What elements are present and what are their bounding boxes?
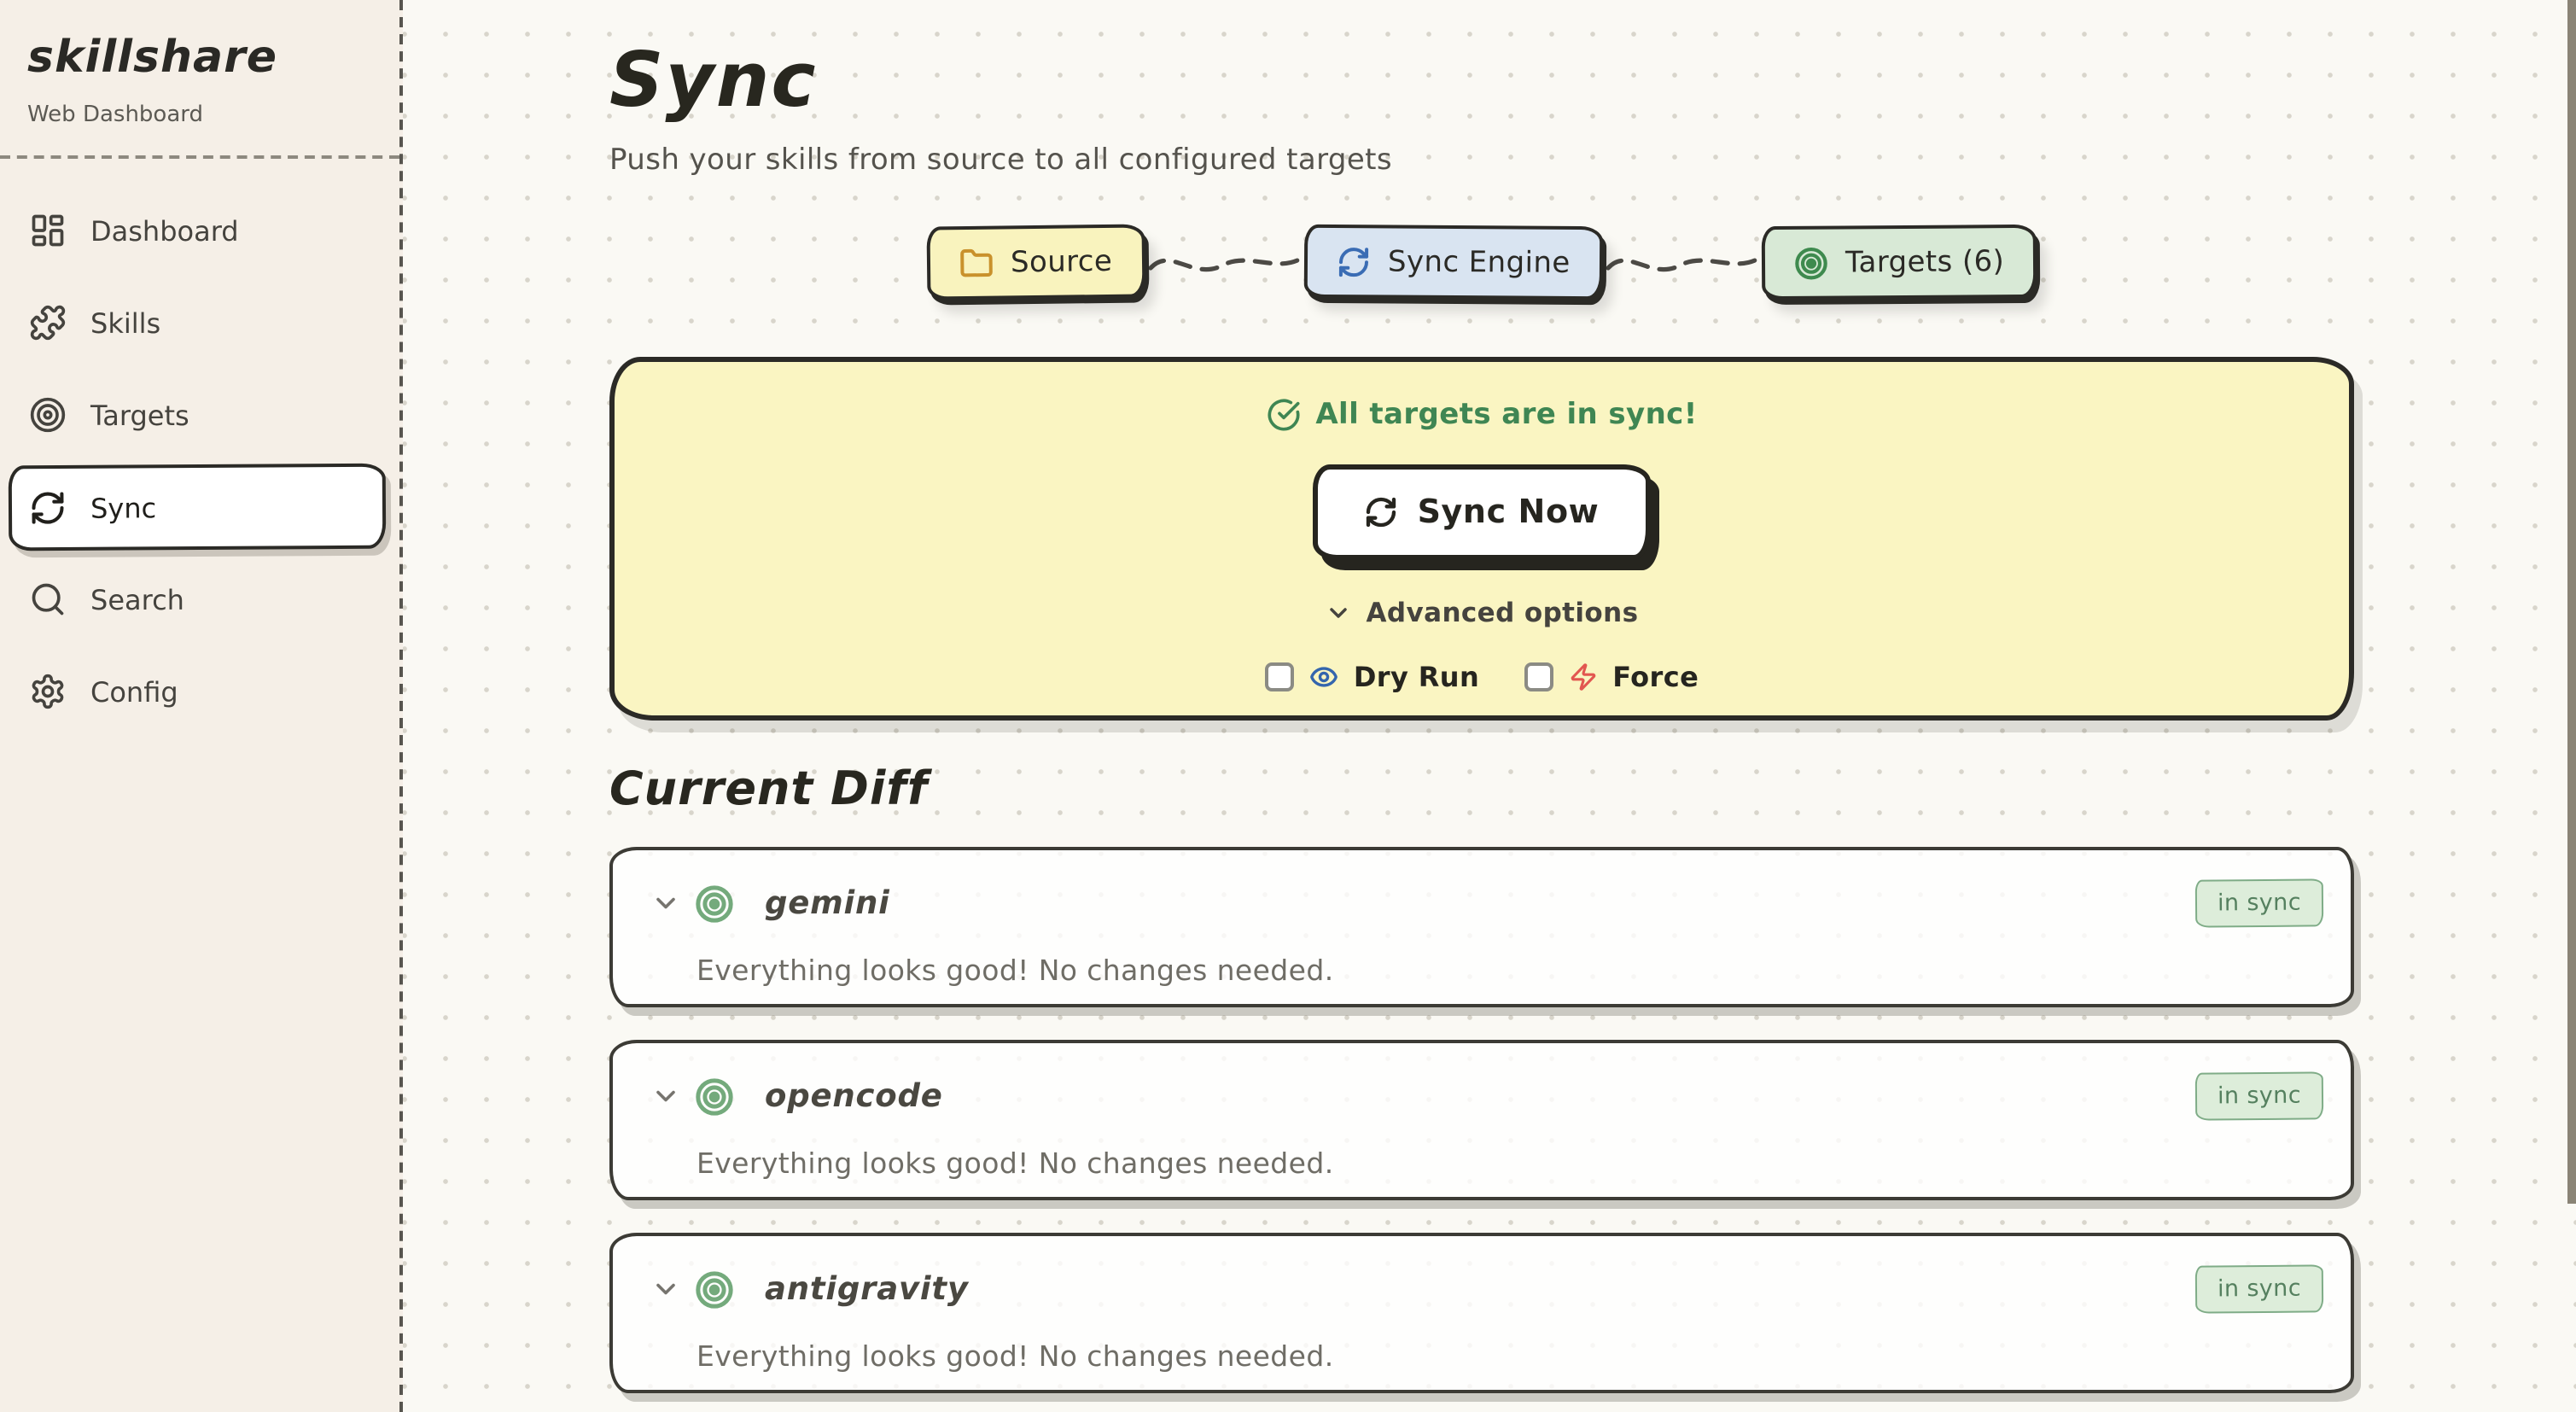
sync-flow-diagram: Source Sync Engine: [609, 222, 2354, 302]
search-icon: [29, 581, 67, 618]
dry-run-label: Dry Run: [1353, 661, 1480, 693]
diff-card-header[interactable]: opencode in sync: [650, 1069, 2324, 1123]
diff-card-opencode: opencode in sync Everything looks good! …: [609, 1040, 2354, 1200]
advanced-options-toggle[interactable]: Advanced options: [1326, 598, 1639, 628]
diff-card-header[interactable]: gemini in sync: [650, 876, 2324, 931]
flow-targets-node: Targets (6): [1760, 224, 2037, 300]
check-circle-icon: [1266, 398, 1300, 432]
flow-source-node: Source: [926, 224, 1146, 300]
sync-options-row: Dry Run Force: [1264, 661, 1699, 693]
target-icon: [695, 1077, 734, 1116]
sidebar-item-targets[interactable]: Targets: [17, 372, 382, 458]
sidebar-item-search[interactable]: Search: [17, 557, 382, 642]
flow-engine-node: Sync Engine: [1303, 224, 1603, 300]
scrollbar-thumb[interactable]: [2567, 0, 2576, 1204]
diff-target-name: antigravity: [765, 1271, 969, 1307]
sync-status: All targets are in sync!: [1266, 398, 1697, 432]
sync-status-text: All targets are in sync!: [1315, 398, 1698, 432]
sidebar-divider: [0, 155, 399, 159]
diff-card-header[interactable]: antigravity in sync: [650, 1262, 2324, 1316]
sidebar-item-label: Config: [90, 675, 178, 708]
gear-icon: [29, 673, 67, 710]
app-logo: skillshare: [27, 32, 277, 84]
target-icon: [695, 884, 734, 923]
sidebar-item-config[interactable]: Config: [17, 649, 382, 734]
advanced-options-label: Advanced options: [1366, 598, 1639, 628]
sync-panel: All targets are in sync! Sync Now Advanc…: [609, 357, 2354, 721]
diff-card-gemini: gemini in sync Everything looks good! No…: [609, 847, 2354, 1007]
diff-target-name: gemini: [765, 885, 890, 921]
refresh-icon: [1365, 495, 1399, 529]
sidebar-item-sync[interactable]: Sync: [8, 463, 387, 551]
target-icon: [695, 1269, 734, 1309]
page-title: Sync: [609, 38, 818, 125]
flow-source-label: Source: [1011, 243, 1113, 280]
app-logo-subtitle: Web Dashboard: [27, 102, 204, 128]
eye-icon: [1309, 662, 1338, 691]
flow-connector-right: [1605, 256, 1758, 271]
sidebar-nav: Dashboard Skills Targets Sync: [0, 159, 399, 734]
sync-now-button[interactable]: Sync Now: [1313, 464, 1651, 560]
diff-heading: Current Diff: [609, 763, 929, 816]
dashboard-icon: [29, 212, 67, 249]
sidebar-item-label: Search: [90, 583, 184, 616]
target-icon: [29, 396, 67, 434]
diff-card-message: Everything looks good! No changes needed…: [696, 954, 1334, 987]
diff-card-antigravity: antigravity in sync Everything looks goo…: [609, 1233, 2354, 1393]
force-option[interactable]: Force: [1524, 661, 1699, 693]
status-badge: in sync: [2194, 1264, 2324, 1314]
lightning-icon: [1568, 662, 1597, 691]
status-badge: in sync: [2194, 878, 2324, 928]
chevron-down-icon[interactable]: [650, 888, 681, 919]
chevron-down-icon[interactable]: [650, 1274, 681, 1304]
sidebar-item-label: Targets: [90, 399, 189, 431]
folder-icon: [959, 246, 994, 280]
sidebar-item-label: Skills: [90, 306, 161, 339]
refresh-icon: [29, 489, 67, 527]
flow-engine-label: Sync Engine: [1387, 244, 1571, 280]
chevron-down-icon[interactable]: [650, 1081, 681, 1112]
sidebar-item-label: Dashboard: [90, 214, 239, 247]
main-content: Sync Push your skills from source to all…: [403, 0, 2576, 1412]
target-icon: [1793, 246, 1827, 280]
force-label: Force: [1612, 661, 1699, 693]
diff-card-message: Everything looks good! No changes needed…: [696, 1147, 1334, 1180]
flow-connector-left: [1147, 256, 1302, 271]
status-badge: in sync: [2194, 1071, 2324, 1121]
page-subtitle: Push your skills from source to all conf…: [609, 143, 1392, 178]
dry-run-checkbox[interactable]: [1264, 662, 1294, 691]
sidebar: skillshare Web Dashboard Dashboard Skill…: [0, 0, 403, 1412]
sync-now-label: Sync Now: [1417, 493, 1600, 531]
sidebar-item-skills[interactable]: Skills: [17, 280, 382, 365]
puzzle-icon: [29, 304, 67, 341]
diff-target-name: opencode: [765, 1078, 943, 1114]
chevron-down-icon: [1326, 599, 1353, 627]
force-checkbox[interactable]: [1524, 662, 1553, 691]
flow-targets-label: Targets (6): [1845, 244, 2004, 280]
sidebar-item-dashboard[interactable]: Dashboard: [17, 188, 382, 273]
diff-card-message: Everything looks good! No changes needed…: [696, 1340, 1334, 1373]
dry-run-option[interactable]: Dry Run: [1264, 661, 1480, 693]
refresh-icon: [1336, 244, 1370, 278]
logo-block: skillshare Web Dashboard: [0, 0, 399, 128]
sidebar-item-label: Sync: [90, 491, 157, 524]
